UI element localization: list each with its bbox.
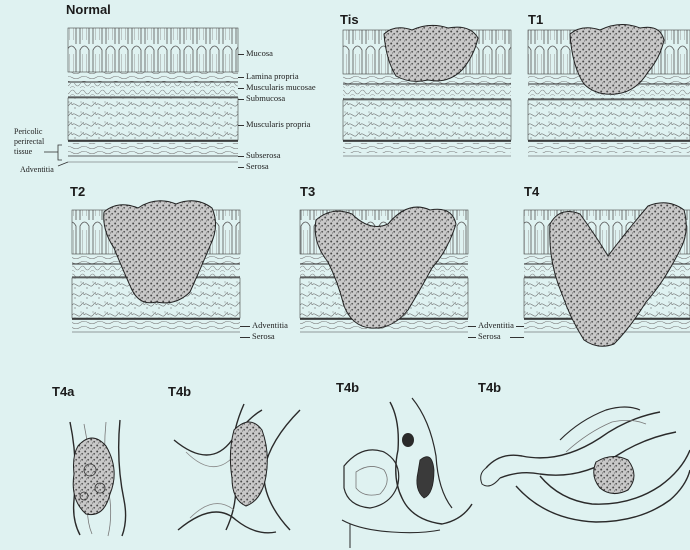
label-serosa-row2: Serosa bbox=[252, 332, 275, 341]
t4b-illustration-2 bbox=[342, 398, 472, 548]
label-tissue: tissue bbox=[14, 148, 32, 156]
layer-label-submucosa: Submucosa bbox=[246, 94, 285, 103]
label-pericolic: Pericolic bbox=[14, 128, 42, 136]
panel-title-t2: T2 bbox=[70, 184, 85, 199]
layer-label-mucosa: Mucosa bbox=[246, 49, 273, 58]
panel-title-t1: T1 bbox=[528, 12, 543, 27]
label-perirectal: perirectal bbox=[14, 138, 44, 146]
panel-title-t4a: T4a bbox=[52, 384, 74, 399]
panel-title-normal: Normal bbox=[66, 2, 111, 17]
label-adventitia-row2-right: Adventitia bbox=[478, 321, 514, 330]
t4a-illustration bbox=[70, 420, 126, 536]
layer-label-serosa: Serosa bbox=[246, 162, 269, 171]
panel-title-t4b-3: T4b bbox=[478, 380, 501, 395]
label-serosa-row2-right: Serosa bbox=[478, 332, 501, 341]
layer-label-subserosa: Subserosa bbox=[246, 151, 280, 160]
panel-title-t4b-2: T4b bbox=[336, 380, 359, 395]
t4b-illustration-1 bbox=[174, 404, 300, 533]
layer-label-muscularis-mucosae: Muscularis mucosae bbox=[246, 83, 316, 92]
normal-wall bbox=[68, 28, 238, 162]
panel-title-t4: T4 bbox=[524, 184, 539, 199]
panel-title-t3: T3 bbox=[300, 184, 315, 199]
label-adventitia-row2: Adventitia bbox=[252, 321, 288, 330]
panel-title-tis: Tis bbox=[340, 12, 359, 27]
layer-label-muscularis-propria: Muscularis propria bbox=[246, 120, 310, 129]
layer-label-lamina-propria: Lamina propria bbox=[246, 72, 299, 81]
t4b-illustration-3 bbox=[481, 407, 690, 522]
label-adventitia-left: Adventitia bbox=[20, 166, 54, 174]
panel-title-t4b-1: T4b bbox=[168, 384, 191, 399]
